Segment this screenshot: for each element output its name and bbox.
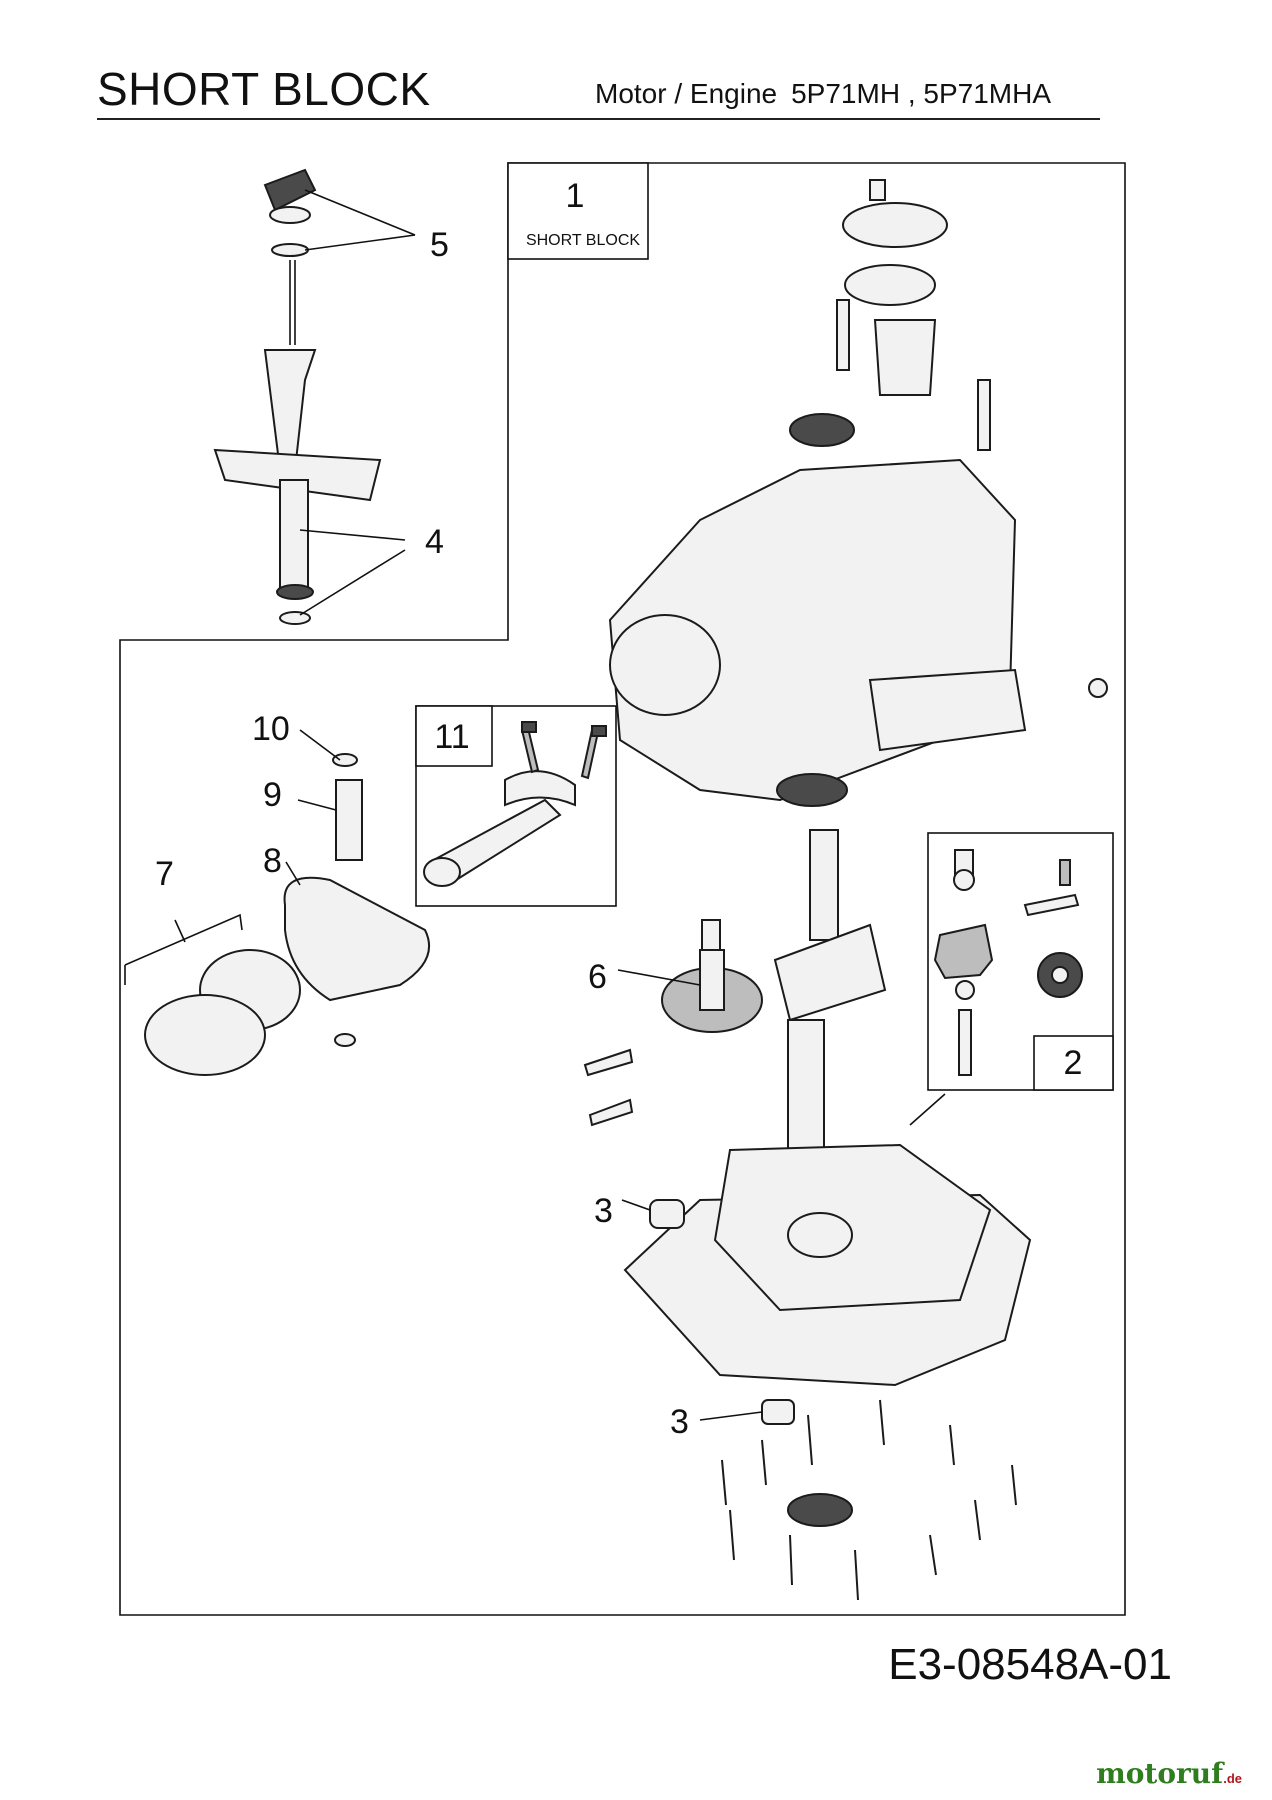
governor-washer [953,869,975,891]
breather-gasket [844,264,936,306]
assembly-1-caption: SHORT BLOCK [526,232,640,249]
governor-bolt [1059,859,1071,886]
crankshaft-flywheel-end [809,829,839,941]
breather-bolt [869,179,886,201]
callout-3-upper: 3 [594,1192,613,1230]
page-title: SHORT BLOCK [97,63,431,115]
callout-6: 6 [588,958,607,996]
callout-3-lower: 3 [670,1403,689,1441]
cylinder-bore [609,614,721,716]
governor-shaft-washer [1088,678,1108,698]
camshaft[interactable] [583,919,763,1127]
callout-4: 4 [425,523,444,561]
governor-arm [1023,893,1080,917]
dipstick-seal [269,206,311,224]
stud-2 [977,379,991,451]
piston-pin [335,779,363,861]
oil-fill-tube[interactable] [213,349,382,625]
governor-gear [933,923,994,980]
brand-watermark: motoruf.de [1096,1757,1242,1790]
small-end [423,857,461,887]
dipstick-oring [271,243,309,257]
fill-tube-oring [279,611,311,625]
fill-tube-seal [276,584,314,600]
callout-7: 7 [155,855,174,893]
sump-cover-body [713,1143,992,1312]
callout-8: 8 [263,842,282,880]
stud-1 [836,299,850,371]
drawing-code: E3-08548A-01 [888,1640,1172,1689]
fill-tube-lower [279,479,309,591]
sump-plug-upper [649,1199,685,1229]
sump-gasket [868,668,1027,752]
oil-seal-top [789,413,855,447]
sump-plug-lower [761,1399,795,1425]
diagram-frame [119,162,1126,1616]
sump-bearing-boss [787,1212,853,1258]
dipstick-cap [263,168,317,212]
callout-10: 10 [252,710,290,748]
assembly-1-number: 1 [566,177,585,215]
sump-bolts[interactable] [721,1399,1017,1601]
cam-lobes [699,949,725,1011]
valve-tappet-1 [583,1048,634,1077]
oil-seal-pto [776,773,848,807]
oil-sump[interactable] [623,1143,1032,1527]
breather-cover [842,202,948,248]
brand-tld: .de [1223,1771,1242,1786]
crank-counterweight [773,923,887,1022]
subtitle-label: Motor / Engine [595,78,778,109]
subtitle-models: 5P71MH , 5P71MHA [791,78,1051,109]
piston-ring [144,994,266,1076]
header-rule [97,118,1100,120]
cylinder-block[interactable] [608,179,1108,807]
callout-numbers: 5 4 10 9 8 7 6 3 3 [155,226,689,1441]
breather-valve [873,319,937,396]
governor-shaft [958,1009,972,1076]
fill-tube-upper [263,349,317,471]
rod-bolt-head-1 [521,721,537,733]
dipstick[interactable] [263,168,317,345]
governor-spacer [955,980,975,1000]
piston-pin-clip-top [332,753,358,767]
assembly-2-number: 2 [1064,1044,1083,1082]
assembly-11-number: 11 [434,718,469,756]
fill-tube-flange [213,448,382,502]
cam-shaft-end [701,919,721,951]
valve-tappet-2 [588,1098,634,1127]
governor-crank-hub [1051,966,1069,984]
piston-group[interactable] [144,753,430,1076]
crankshaft[interactable] [773,829,887,1211]
governor-kit-box[interactable]: 2 [927,832,1114,1091]
rod-cap [504,770,576,807]
brand-name: motoruf [1096,1757,1224,1790]
callout-leaders [124,189,946,1421]
assembly-1-box[interactable]: 1 SHORT BLOCK [507,162,649,260]
piston [283,876,430,1002]
oil-seal-sump [787,1493,853,1527]
callout-5: 5 [430,226,449,264]
rod-bolt-head-2 [591,725,607,737]
connecting-rod-kit-box[interactable]: 11 [415,705,617,907]
callout-9: 9 [263,776,282,814]
piston-pin-clip-bottom [334,1033,356,1047]
engine-models: Motor / Engine 5P71MH , 5P71MHA [595,78,1051,110]
